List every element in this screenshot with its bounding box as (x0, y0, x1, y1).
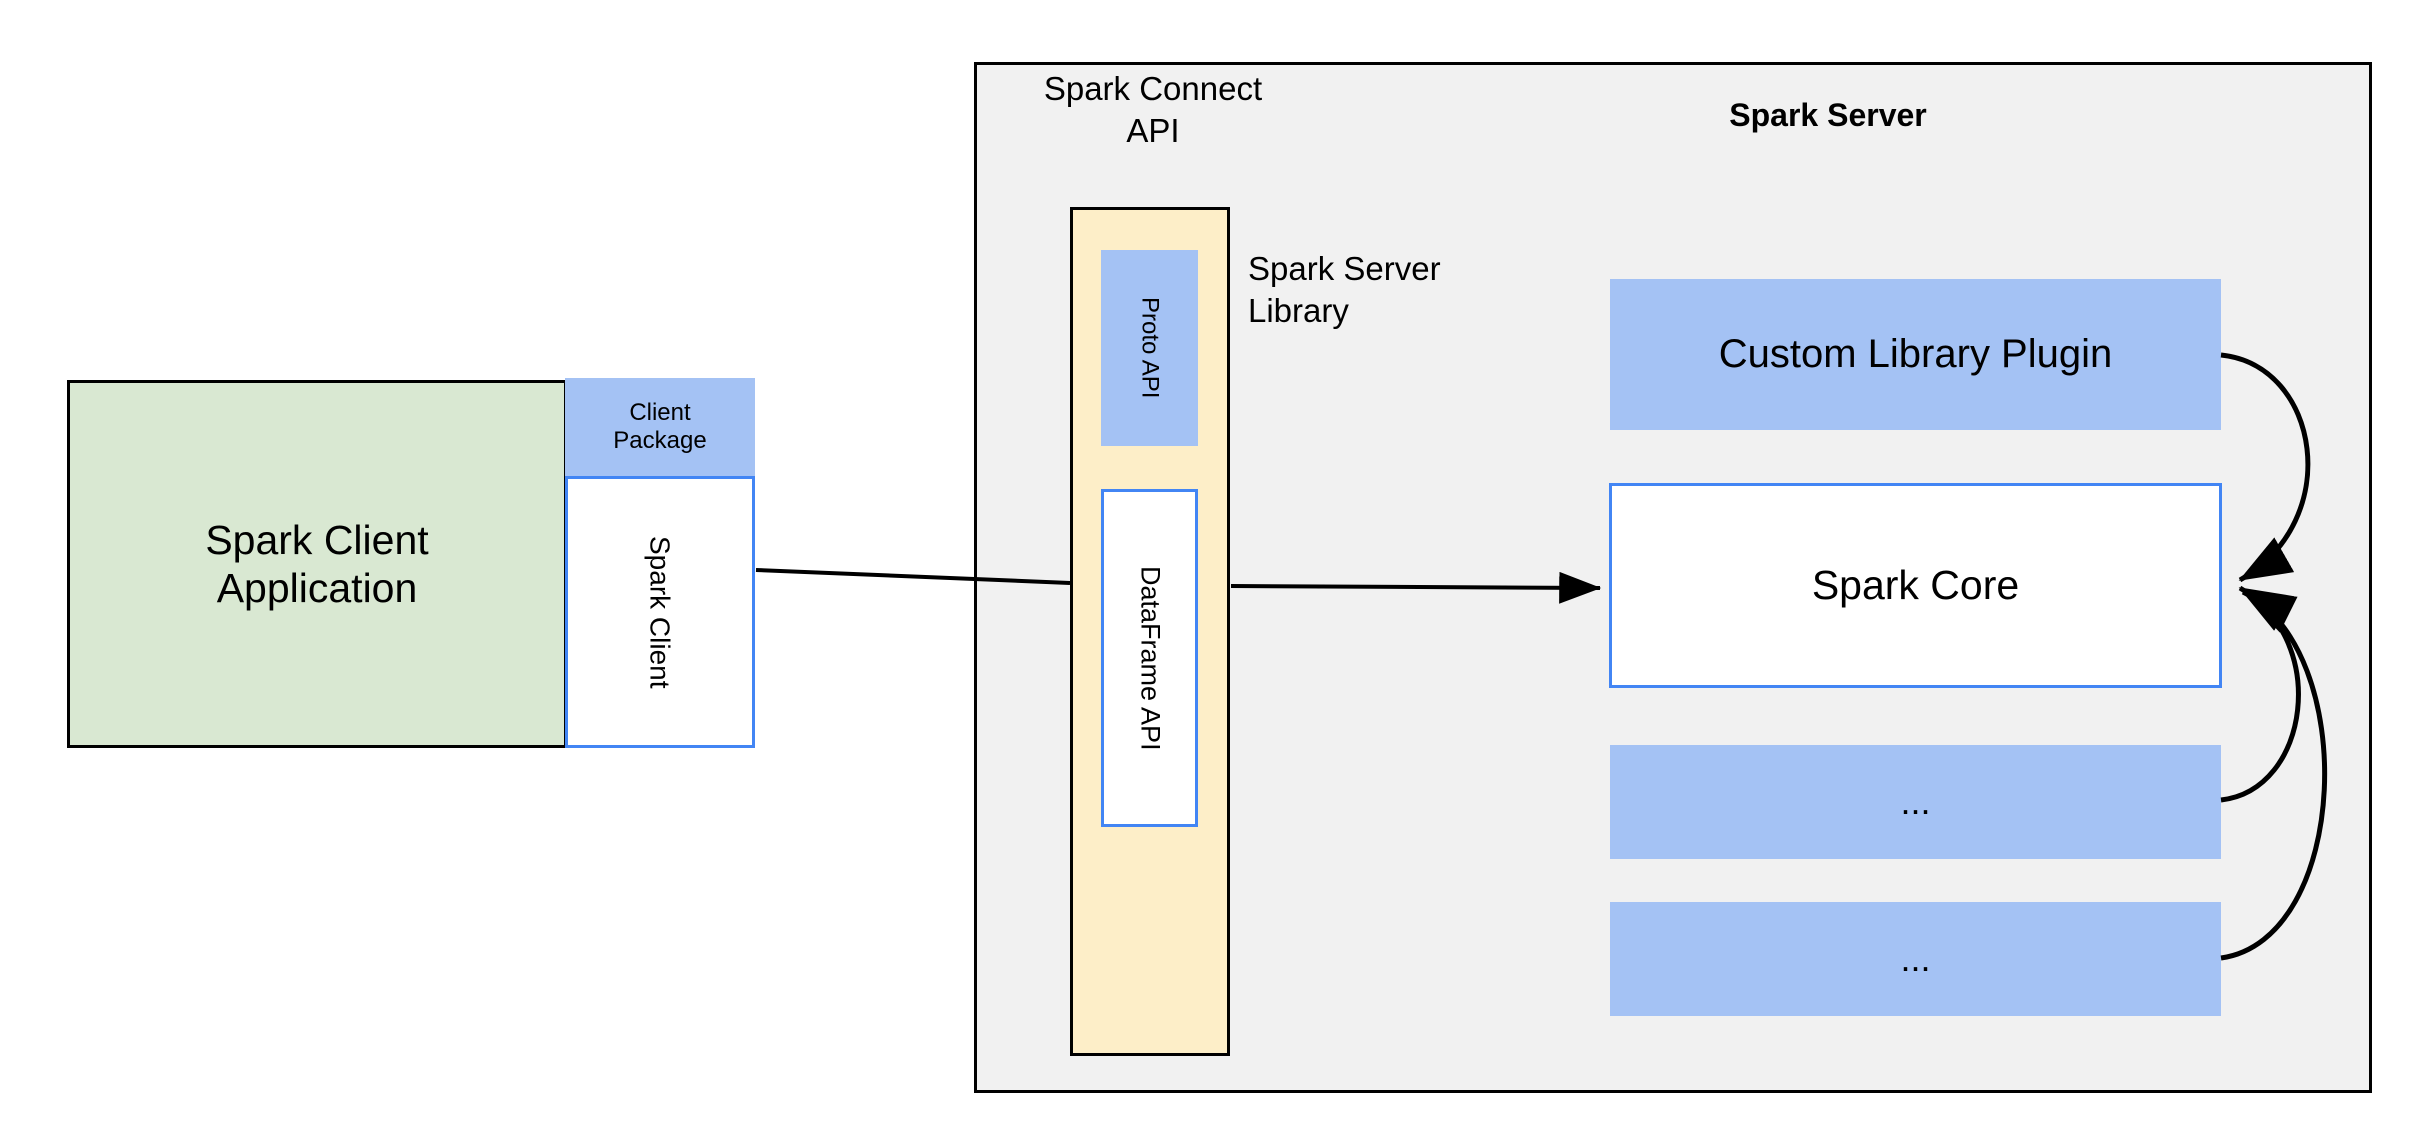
custom-library-plugin-label: Custom Library Plugin (1718, 331, 2113, 376)
placeholder-component-box-1[interactable]: ... (1610, 745, 2221, 859)
spark-connect-api-label-line1: Spark Connect (1043, 70, 1263, 107)
spark-core-label: Spark Core (1811, 562, 2020, 609)
spark-server-title: Spark Server (1729, 97, 1927, 133)
proto-api-box[interactable]: Proto API (1101, 250, 1198, 446)
proto-api-label: Proto API (1136, 297, 1164, 399)
client-package-label: Client Package (613, 399, 706, 456)
spark-core-box[interactable]: Spark Core (1609, 483, 2222, 688)
spark-client-application-label-line1: Spark Client (205, 516, 429, 563)
dataframe-api-label: DataFrame API (1135, 565, 1166, 751)
custom-library-plugin-box[interactable]: Custom Library Plugin (1610, 279, 2221, 430)
spark-client-label: Spark Client (644, 535, 676, 689)
client-package-label-line2: Package (613, 427, 707, 454)
spark-server-library-label-line1: Spark Server (1248, 250, 1441, 287)
placeholder-component-label-1: ... (1900, 780, 1931, 822)
spark-connect-api-label-line2: API (1126, 112, 1180, 150)
client-package-label-line1: Client (629, 398, 691, 426)
spark-connect-api-label: Spark Connect API (1008, 68, 1298, 152)
client-package-box[interactable]: Client Package (565, 378, 755, 476)
dataframe-api-box[interactable]: DataFrame API (1101, 489, 1198, 827)
placeholder-component-box-2[interactable]: ... (1610, 902, 2221, 1016)
spark-client-application-label-line2: Application (216, 565, 418, 611)
spark-client-application-box[interactable]: Spark Client Application (67, 380, 567, 748)
spark-server-library-label-line2: Library (1248, 292, 1349, 330)
spark-client-application-label: Spark Client Application (191, 516, 442, 613)
spark-server-library-label: Spark Server Library (1248, 248, 1578, 332)
placeholder-component-label-2: ... (1900, 937, 1931, 979)
spark-client-box[interactable]: Spark Client (565, 476, 755, 748)
